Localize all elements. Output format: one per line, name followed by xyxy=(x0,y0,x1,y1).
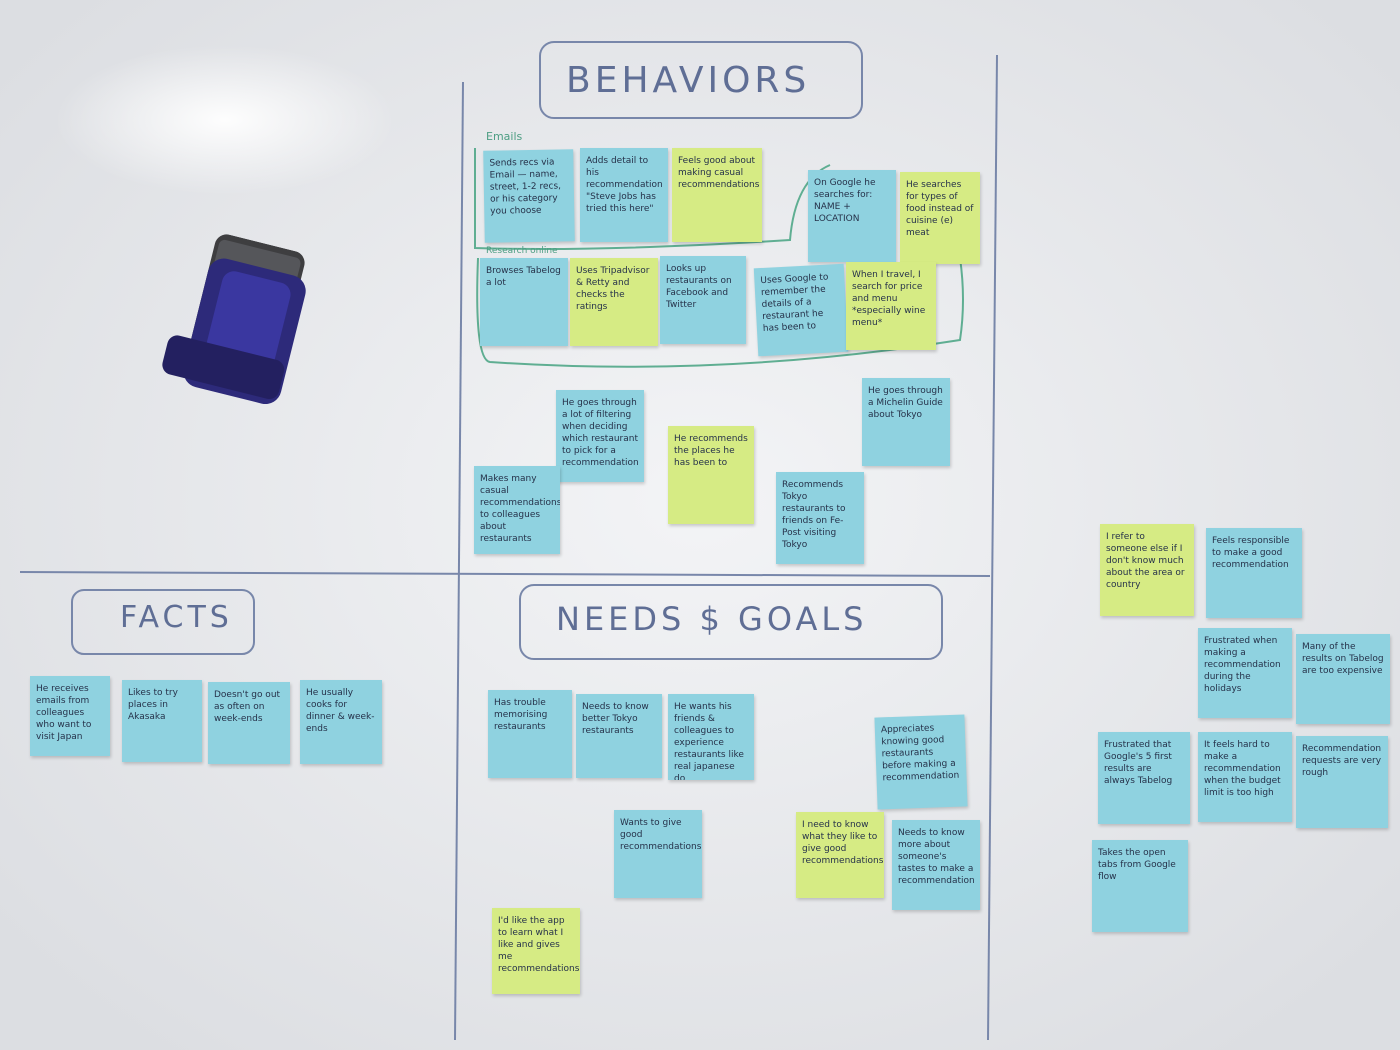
sticky-note: Many of the results on Tabelog are too e… xyxy=(1296,634,1390,724)
sticky-note: Uses Tripadvisor & Retty and checks the … xyxy=(570,258,658,346)
sticky-note: He receives emails from colleagues who w… xyxy=(30,676,110,756)
emails-cluster-label: Emails xyxy=(486,130,523,143)
facts-heading: FACTS xyxy=(120,600,233,635)
sticky-note: Sends recs via Email — name, street, 1-2… xyxy=(483,149,575,243)
sticky-note: Takes the open tabs from Google flow xyxy=(1092,840,1188,932)
sticky-note: Makes many casual recommendations to col… xyxy=(474,466,560,554)
sticky-note: Wants to give good recommendations xyxy=(614,810,702,898)
sticky-note: Uses Google to remember the details of a… xyxy=(753,263,849,357)
sticky-note: It feels hard to make a recommendation w… xyxy=(1198,732,1292,822)
sticky-note: Feels responsible to make a good recomme… xyxy=(1206,528,1302,618)
sticky-note: Browses Tabelog a lot xyxy=(480,258,568,346)
sticky-note: He recommends the places he has been to xyxy=(668,426,754,524)
sticky-note: Needs to know more about someone's taste… xyxy=(892,820,980,910)
sticky-note: He wants his friends & colleagues to exp… xyxy=(668,694,754,780)
sticky-note: Feels good about making casual recommend… xyxy=(672,148,762,242)
sticky-note: Appreciates knowing good restaurants bef… xyxy=(874,714,968,810)
sticky-note: I'd like the app to learn what I like an… xyxy=(492,908,580,994)
needs-goals-heading: NEEDS $ GOALS xyxy=(556,600,868,638)
sticky-note: Doesn't go out as often on week-ends xyxy=(208,682,290,764)
sticky-note: Looks up restaurants on Facebook and Twi… xyxy=(660,256,746,344)
sticky-note: Recommends Tokyo restaurants to friends … xyxy=(776,472,864,564)
sticky-note: He goes through a lot of filtering when … xyxy=(556,390,644,482)
sticky-note: Needs to know better Tokyo restaurants xyxy=(576,694,662,778)
sticky-note: Frustrated that Google's 5 first results… xyxy=(1098,732,1190,824)
sticky-note: Likes to try places in Akasaka xyxy=(122,680,202,762)
behaviors-heading: BEHAVIORS xyxy=(566,60,811,101)
sticky-note: Adds detail to his recommendation "Steve… xyxy=(580,148,668,242)
sticky-note: Recommendation requests are very rough xyxy=(1296,736,1388,828)
sticky-note: He searches for types of food instead of… xyxy=(900,172,980,264)
sticky-note: On Google he searches for: NAME + LOCATI… xyxy=(808,170,896,262)
sticky-note: He goes through a Michelin Guide about T… xyxy=(862,378,950,466)
research-cluster-label: Research online xyxy=(486,246,558,256)
whiteboard-eraser-icon xyxy=(162,234,306,405)
sticky-note: He usually cooks for dinner & week-ends xyxy=(300,680,382,764)
sticky-note: Frustrated when making a recommendation … xyxy=(1198,628,1292,718)
sticky-note: I refer to someone else if I don't know … xyxy=(1100,524,1194,616)
sticky-note: I need to know what they like to give go… xyxy=(796,812,884,898)
sticky-note: Has trouble memorising restaurants xyxy=(488,690,572,778)
sticky-note: When I travel, I search for price and me… xyxy=(846,262,936,350)
